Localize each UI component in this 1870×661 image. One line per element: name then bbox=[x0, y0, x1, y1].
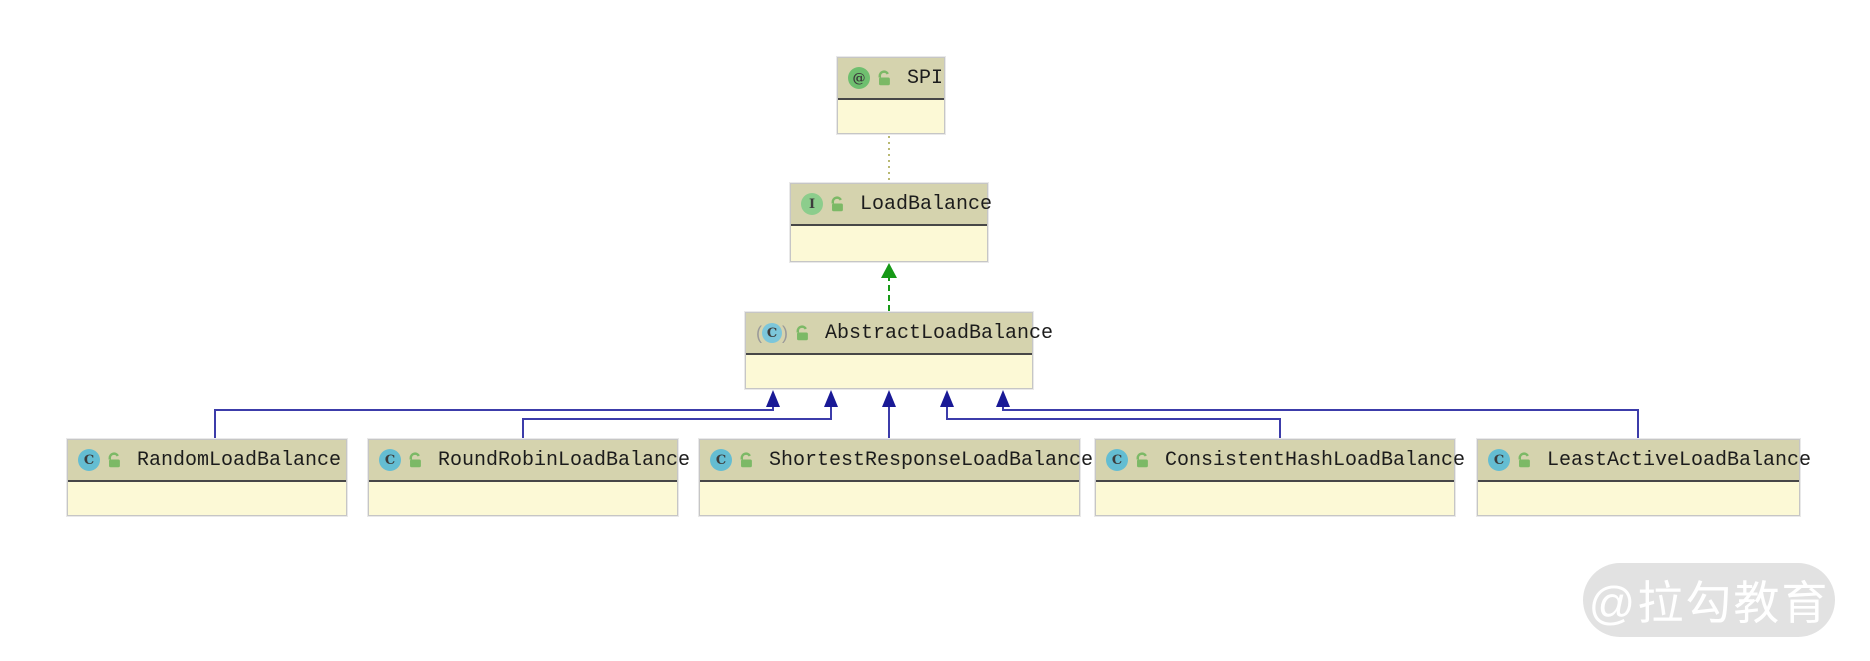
node-body bbox=[791, 226, 987, 261]
node-header: I LoadBalance bbox=[791, 184, 992, 226]
node-body bbox=[1096, 482, 1454, 515]
abstract-class-icon: ( C ) bbox=[756, 323, 788, 344]
node-label: ConsistentHashLoadBalance bbox=[1165, 448, 1466, 472]
node-header: @ SPI bbox=[838, 58, 944, 100]
extends-arrowhead bbox=[996, 390, 1010, 407]
class-node-leastactiveloadbalance[interactable]: C LeastActiveLoadBalance bbox=[1477, 439, 1811, 516]
public-lock-icon bbox=[876, 69, 893, 87]
extends-arrowhead bbox=[940, 390, 954, 407]
class-icon: C bbox=[710, 449, 732, 471]
node-body bbox=[746, 355, 1032, 388]
public-lock-icon bbox=[1134, 451, 1151, 469]
node-header: C ConsistentHashLoadBalance bbox=[1096, 440, 1465, 482]
public-lock-icon bbox=[106, 451, 123, 469]
node-header: C RandomLoadBalance bbox=[68, 440, 346, 482]
extends-arrowhead bbox=[766, 390, 780, 407]
class-node-shortestresponseloadbalance[interactable]: C ShortestResponseLoadBalance bbox=[699, 439, 1093, 516]
interface-node-loadbalance[interactable]: I LoadBalance bbox=[790, 183, 992, 262]
node-label: ShortestResponseLoadBalance bbox=[769, 448, 1094, 472]
abstract-class-node-abstractloadbalance[interactable]: ( C ) AbstractLoadBalance bbox=[745, 312, 1053, 389]
node-body bbox=[1478, 482, 1799, 515]
public-lock-icon bbox=[829, 195, 846, 213]
node-body bbox=[369, 482, 677, 515]
class-icon: C bbox=[1106, 449, 1128, 471]
watermark-text: @拉勾教育 bbox=[1588, 577, 1830, 629]
node-label: LeastActiveLoadBalance bbox=[1547, 448, 1812, 472]
public-lock-icon bbox=[1516, 451, 1533, 469]
class-icon: C bbox=[379, 449, 401, 471]
node-label: LoadBalance bbox=[860, 192, 993, 216]
node-label: AbstractLoadBalance bbox=[825, 321, 1054, 345]
public-lock-icon bbox=[407, 451, 424, 469]
class-icon: C bbox=[1488, 449, 1510, 471]
extends-edge-random bbox=[214, 407, 774, 439]
public-lock-icon bbox=[738, 451, 755, 469]
node-label: SPI bbox=[907, 66, 944, 90]
extends-arrowhead bbox=[824, 390, 838, 407]
annotation-icon: @ bbox=[848, 67, 870, 89]
node-header: C ShortestResponseLoadBalance bbox=[700, 440, 1093, 482]
annotation-node-spi[interactable]: @ SPI bbox=[837, 57, 945, 134]
node-body bbox=[68, 482, 346, 515]
node-label: RandomLoadBalance bbox=[137, 448, 342, 472]
public-lock-icon bbox=[794, 324, 811, 342]
extends-edge-consistenthash bbox=[946, 407, 1281, 439]
node-header: C RoundRobinLoadBalance bbox=[369, 440, 690, 482]
interface-icon: I bbox=[801, 193, 823, 215]
abstract-paren-open: ( bbox=[756, 322, 762, 343]
extends-arrowhead bbox=[882, 390, 896, 407]
abstract-paren-close: ) bbox=[782, 322, 788, 343]
node-body bbox=[700, 482, 1079, 515]
class-node-roundrobinloadbalance[interactable]: C RoundRobinLoadBalance bbox=[368, 439, 690, 516]
extends-edge-leastactive bbox=[1002, 407, 1639, 439]
node-label: RoundRobinLoadBalance bbox=[438, 448, 691, 472]
class-node-randomloadbalance[interactable]: C RandomLoadBalance bbox=[67, 439, 347, 516]
implements-arrowhead bbox=[881, 263, 897, 278]
class-node-consistenthashloadbalance[interactable]: C ConsistentHashLoadBalance bbox=[1095, 439, 1465, 516]
watermark-badge: @拉勾教育 bbox=[1583, 563, 1835, 637]
node-header: ( C ) AbstractLoadBalance bbox=[746, 313, 1053, 355]
node-header: C LeastActiveLoadBalance bbox=[1478, 440, 1811, 482]
class-icon: C bbox=[762, 323, 782, 343]
extends-edge-roundrobin bbox=[522, 407, 832, 439]
node-body bbox=[838, 100, 944, 133]
class-icon: C bbox=[78, 449, 100, 471]
